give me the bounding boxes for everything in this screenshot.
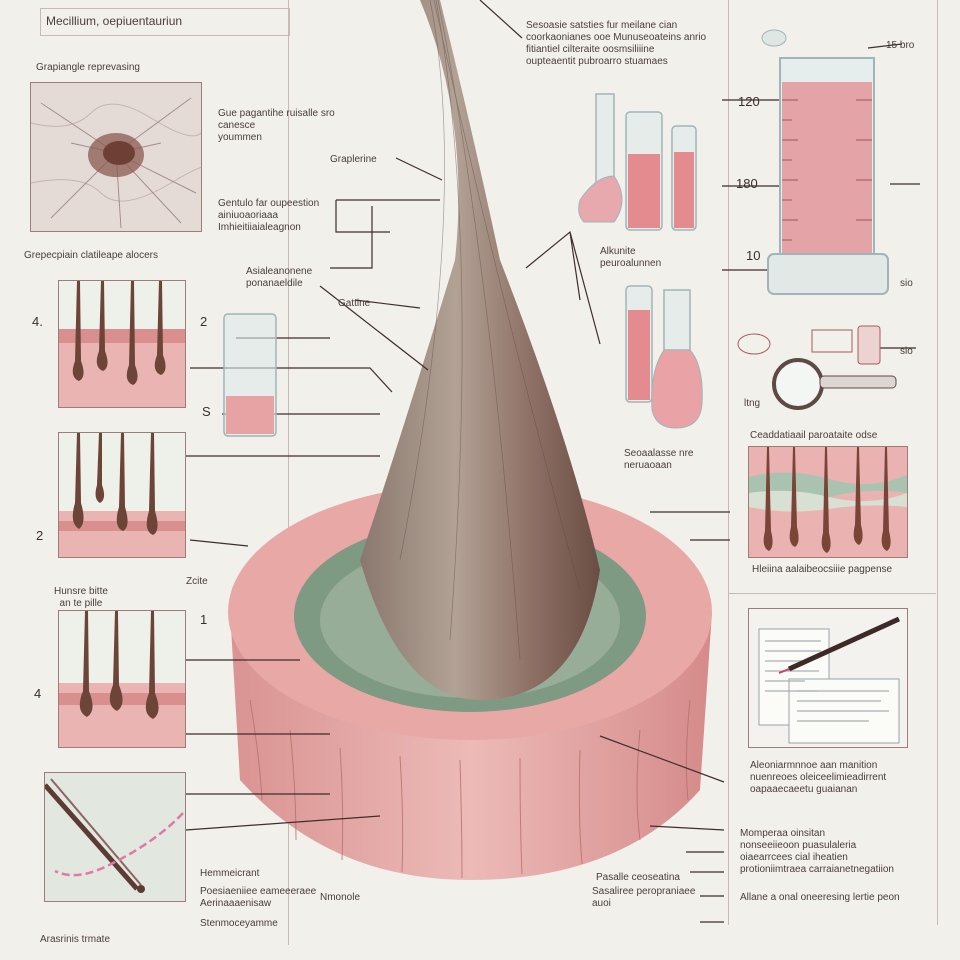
right-note-1: Aleoniarmnnoe aan manition nuenreoes ole… [750, 760, 887, 795]
tick-180: 180 [736, 176, 758, 191]
follicle-panel-3 [58, 610, 186, 748]
step-number-2b: 2 [36, 528, 44, 543]
biopsy-note: Gue pagantihe ruisalle sro canesce youmm… [218, 108, 335, 143]
gattine-label: Gattine [338, 298, 371, 309]
hemmeicrant-label: Hemmeicrant [200, 868, 260, 879]
right-note-4: Sasaliree peropraniaee auoi [592, 886, 696, 909]
nmonole-label: Nmonole [320, 892, 361, 903]
cross-section-heading: Ceaddatiaail paroataite odse [750, 430, 878, 441]
right-column-frame [728, 0, 938, 925]
alkunite-label: Alkunite peuroalunnen [600, 246, 662, 269]
biopsy-micrograph [30, 82, 202, 232]
right-divider [728, 593, 936, 594]
cross-section-caption: Hleiina aalaibeocsiiie pagpense [752, 564, 893, 575]
right-note-5: Allane a onal oneeresing lertie peon [740, 892, 900, 903]
sesoaalse-label: Seoaalasse nre neruaoaan [624, 448, 694, 471]
bottom-note: Poesiaeniiee eameeeraee Aerinaaaenisaw [200, 886, 317, 909]
analyte-label: Arasrinis trmate [40, 934, 111, 945]
top-callout: Sesoasie satsties fur meilane cian coork… [526, 20, 707, 67]
graplerine-label: Graplerine [330, 154, 377, 165]
hunsre-label: Hunsre bitte an te pille [54, 586, 108, 609]
report-panel [748, 608, 908, 748]
right-note-2: Momperaa oinsitan nonseeiieoon puasulale… [740, 828, 894, 875]
biopsy-heading: Grapiangle reprevasing [36, 62, 140, 73]
follicle-panel-2 [58, 432, 186, 558]
tick-120: 120 [738, 94, 760, 109]
needle-panel [44, 772, 186, 902]
step-number-1: 1 [200, 612, 208, 627]
zcite-label: Zcite [186, 576, 208, 587]
step-number-2a: 2 [200, 314, 208, 329]
itog-label: ltng [744, 398, 761, 409]
follicle-panel-1 [58, 280, 186, 408]
step-number-4a: 4. [32, 314, 43, 329]
tick-10: 10 [746, 248, 761, 263]
header-title: Mecillium, oepiuentauriun [46, 14, 183, 28]
right-note-3: Pasalle ceoseatina [596, 872, 680, 883]
asiatocle-label: Asialeanonene ponanaeldile [246, 266, 313, 289]
skin-section-heading: Grepecpiain clatileape alocers [24, 250, 158, 261]
tube-top-label: 15 bro [886, 40, 915, 51]
tube-side-label-1: sio [900, 278, 913, 289]
header-box [40, 8, 290, 36]
cross-section-panel [748, 446, 908, 558]
s-mark: S [202, 404, 211, 419]
left-column-frame [20, 0, 289, 945]
tube-side-label-2: slo [900, 346, 913, 357]
stenmo-label: Stenmoceyamme [200, 918, 278, 929]
sample-note: Gentulo far oupeestion ainiuoaoriaaa Imh… [218, 198, 320, 233]
step-number-4b: 4 [34, 686, 42, 701]
